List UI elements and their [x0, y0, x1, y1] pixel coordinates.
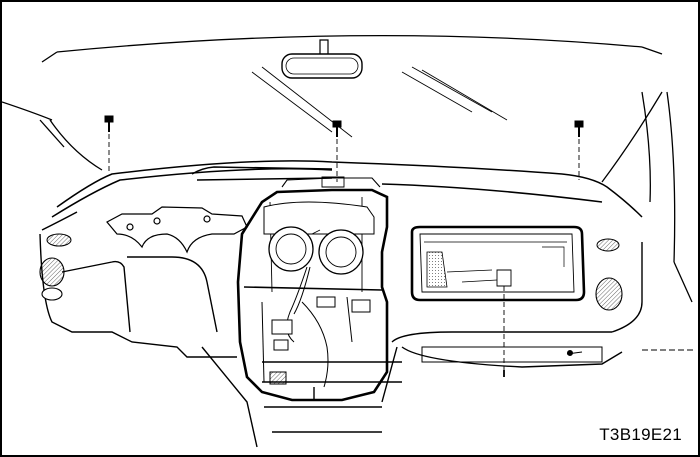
meter-hood-bracket	[107, 207, 247, 252]
a-pillars	[2, 92, 692, 302]
bolt-left	[105, 116, 113, 172]
gauge-cluster	[264, 202, 374, 274]
windshield-reflection-lines	[252, 67, 507, 137]
windshield-outline	[42, 36, 662, 182]
glove-box-opening	[412, 227, 584, 377]
rearview-mirror	[282, 40, 362, 78]
lower-dash-details	[422, 347, 694, 362]
bolt-right	[575, 121, 583, 180]
speaker-grille-right	[596, 278, 622, 310]
wiring-harness	[262, 267, 370, 387]
instrument-panel-body	[40, 234, 642, 447]
speaker-grille-right-small	[597, 239, 619, 251]
speaker-grille-left-small	[47, 234, 71, 246]
figure-code: T3B19E21	[599, 425, 682, 444]
dashboard-top	[42, 161, 642, 230]
speaker-grille-left	[40, 258, 64, 300]
bolt-center	[333, 121, 341, 182]
